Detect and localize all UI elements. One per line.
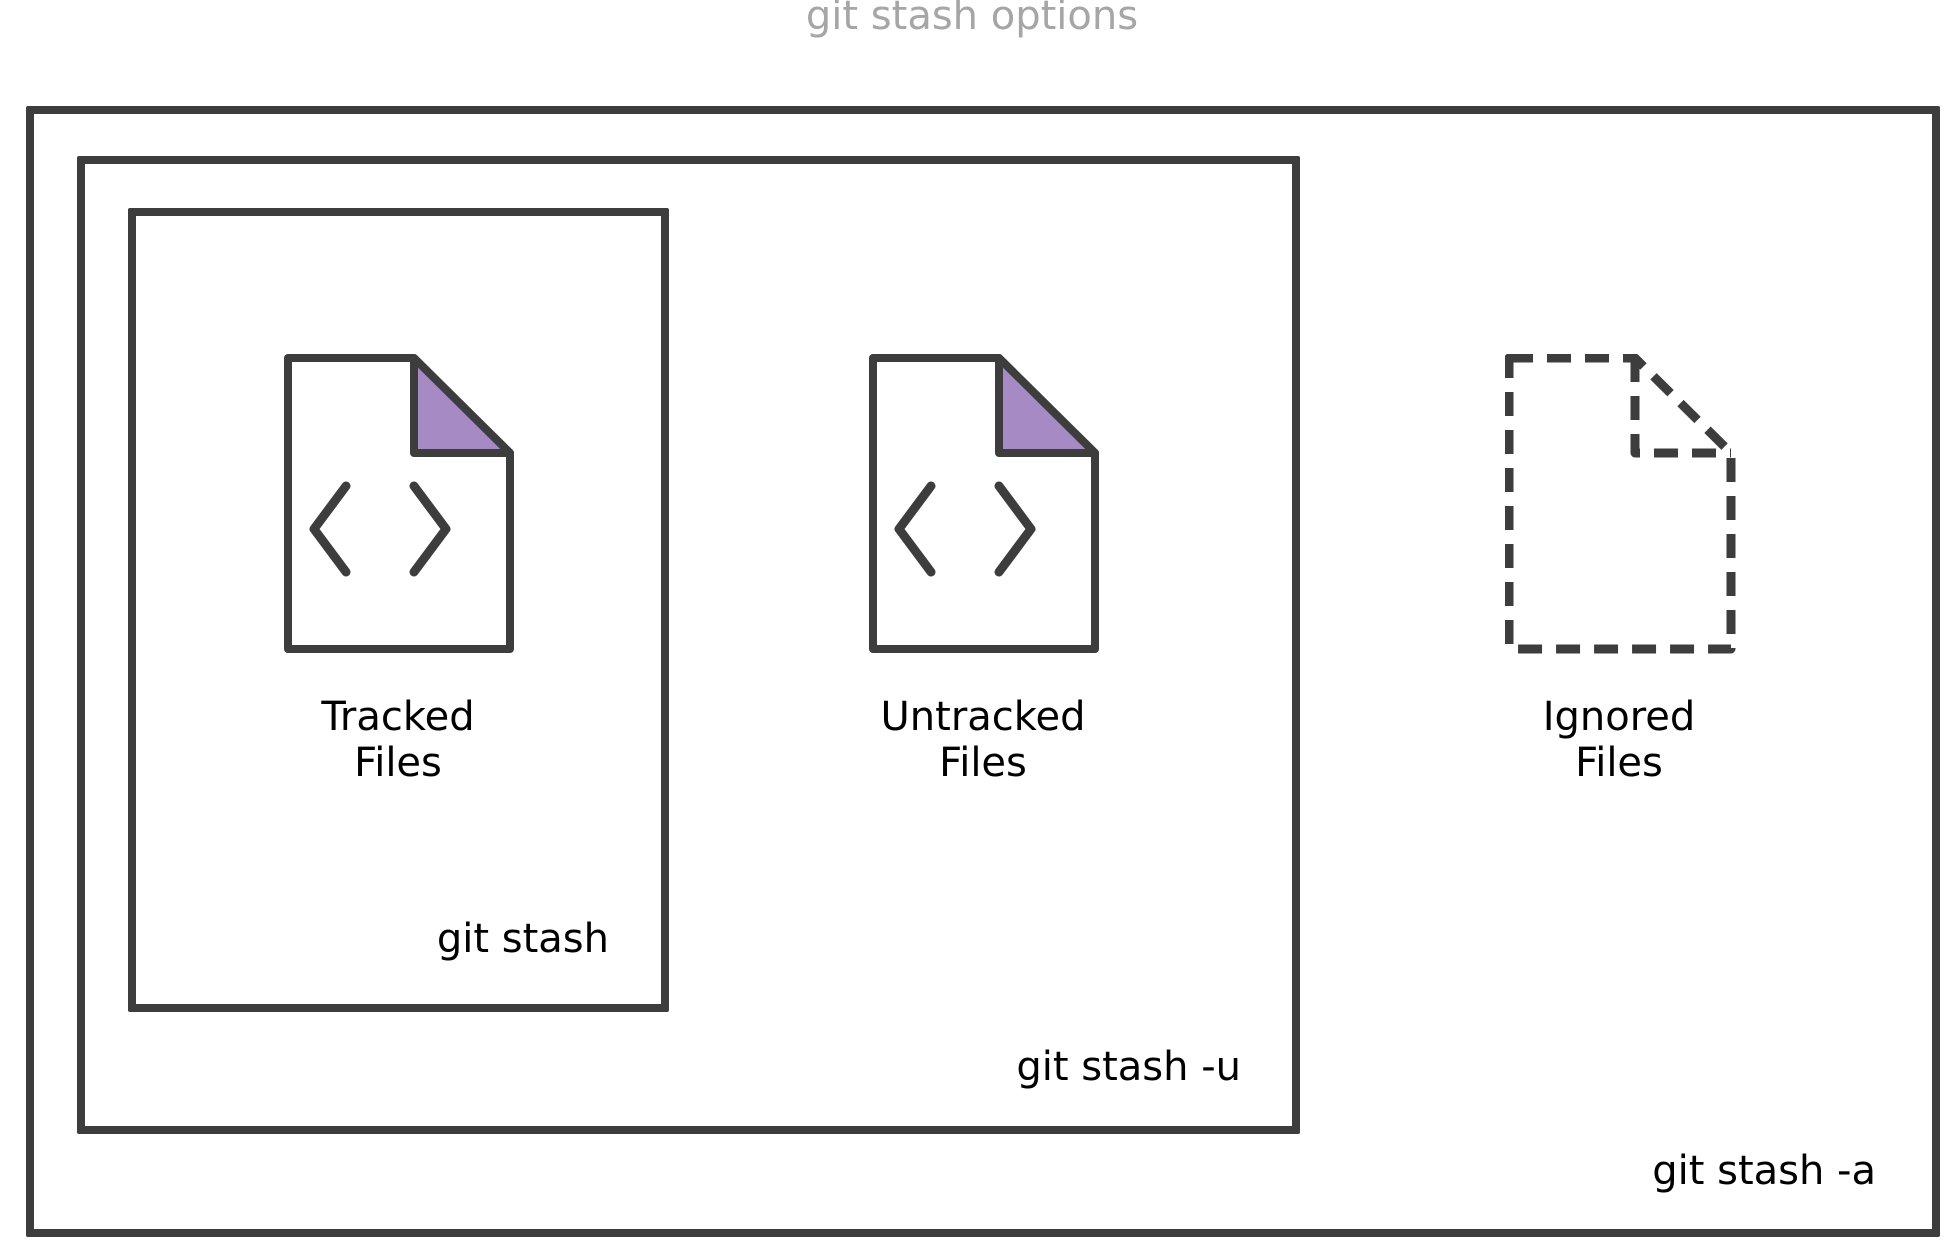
tracked-label-line2: Files bbox=[354, 740, 442, 786]
git-stash-a-label: git stash -a bbox=[1652, 1148, 1876, 1194]
scope-box-git-stash-u bbox=[77, 156, 1300, 1134]
untracked-label-line2: Files bbox=[939, 740, 1027, 786]
diagram-title: git stash options bbox=[805, 0, 1139, 39]
untracked-files-label: Untracked Files bbox=[823, 694, 1143, 786]
tracked-file-icon bbox=[284, 354, 514, 653]
ignored-label-line1: Ignored bbox=[1542, 694, 1696, 740]
git-stash-label: git stash bbox=[436, 916, 609, 962]
ignored-file-icon bbox=[1505, 354, 1736, 654]
ignored-files-label: Ignored Files bbox=[1459, 694, 1779, 786]
tracked-files-label: Tracked Files bbox=[238, 694, 558, 786]
untracked-file-icon bbox=[869, 354, 1099, 653]
tracked-label-line1: Tracked bbox=[321, 694, 475, 740]
scope-box-git-stash-a bbox=[26, 106, 1940, 1237]
ignored-label-line2: Files bbox=[1575, 740, 1663, 786]
scope-box-git-stash bbox=[128, 208, 669, 1012]
git-stash-u-label: git stash -u bbox=[1016, 1044, 1241, 1090]
untracked-label-line1: Untracked bbox=[880, 694, 1086, 740]
